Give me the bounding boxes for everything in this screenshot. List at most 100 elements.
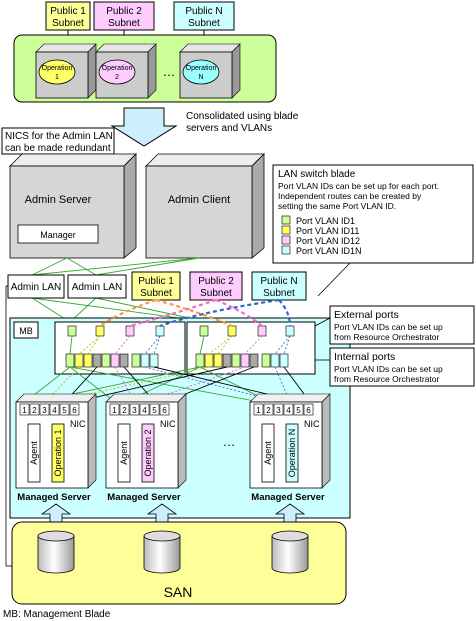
legend-swatch-1n — [281, 245, 291, 255]
managed-server-n: 1 2 3 4 5 6 NIC Agent Operation N Manage… — [249, 393, 331, 503]
svg-text:NIC: NIC — [160, 419, 176, 429]
svg-text:Subnet: Subnet — [52, 18, 84, 29]
lan-switch-info: LAN switch blade Port VLAN IDs can be se… — [272, 164, 474, 297]
svg-text:from Resource Orchestrator: from Resource Orchestrator — [334, 374, 440, 384]
mid-subnet-2: Public 2 Subnet — [189, 271, 243, 301]
svg-text:NIC: NIC — [70, 419, 86, 429]
svg-text:Public 1: Public 1 — [138, 276, 174, 287]
svg-text:Subnet: Subnet — [108, 18, 140, 29]
svg-text:Agent: Agent — [119, 441, 129, 465]
svg-text:MB: MB — [19, 326, 33, 336]
admin-lan-box-1: Admin LAN — [7, 274, 65, 299]
svg-text:Port VLAN IDs can be set up: Port VLAN IDs can be set up — [334, 364, 443, 374]
svg-text:Operation 2: Operation 2 — [143, 429, 153, 476]
svg-text:Operation: Operation — [42, 65, 73, 72]
footnote: MB: Management Blade — [3, 609, 111, 620]
svg-text:Port VLAN ID12: Port VLAN ID12 — [296, 236, 360, 246]
agent-box — [261, 423, 275, 483]
mid-subnet-n: Public N Subnet — [251, 271, 307, 301]
svg-text:Operation 1: Operation 1 — [53, 429, 63, 476]
svg-text:6: 6 — [72, 406, 77, 415]
consolidation-arrow — [110, 107, 178, 147]
svg-text:4: 4 — [52, 406, 57, 415]
svg-text:NICS for the Admin LAN: NICS for the Admin LAN — [5, 131, 113, 142]
svg-text:2: 2 — [122, 406, 127, 415]
top-subnet-2: Public 2 Subnet — [93, 1, 155, 31]
server-label: Managed Server — [251, 492, 325, 503]
svg-text:3: 3 — [42, 406, 47, 415]
mid-subnet-1: Public 1 Subnet — [131, 271, 181, 301]
server-label: Managed Server — [107, 492, 181, 503]
operation-box — [51, 423, 65, 483]
operation-box — [141, 423, 155, 483]
svg-text:2: 2 — [32, 406, 37, 415]
svg-text:Admin LAN: Admin LAN — [72, 282, 123, 293]
consolidated-text-2: servers and VLANs — [186, 123, 272, 134]
top-ellipsis: … — [163, 64, 176, 79]
consolidated-text-1: Consolidated using blade — [186, 111, 299, 122]
svg-text:Public 2: Public 2 — [106, 6, 142, 17]
manager-box — [17, 224, 99, 244]
svg-text:5: 5 — [62, 406, 67, 415]
svg-text:Port VLAN ID1N: Port VLAN ID1N — [296, 246, 362, 256]
operation-box — [285, 423, 299, 483]
svg-text:1: 1 — [112, 406, 117, 415]
admin-lan-box-2: Admin LAN — [67, 274, 127, 299]
external-ports-title: External ports — [334, 309, 399, 321]
svg-text:Admin LAN: Admin LAN — [11, 282, 62, 293]
svg-text:5: 5 — [152, 406, 157, 415]
mb-box: MB — [13, 321, 39, 339]
svg-text:3: 3 — [276, 406, 281, 415]
top-operation-n: Operation N — [179, 43, 241, 99]
top-subnet-n: Public N Subnet — [173, 1, 235, 31]
svg-text:Agent: Agent — [29, 441, 39, 465]
top-operation-2: Operation 2 — [95, 43, 157, 99]
storage-disk-2 — [143, 530, 181, 574]
svg-text:N: N — [198, 74, 203, 81]
svg-text:Public N: Public N — [185, 6, 222, 17]
svg-text:Port VLAN ID11: Port VLAN ID11 — [296, 226, 359, 236]
svg-text:Port VLAN ID1: Port VLAN ID1 — [296, 216, 355, 226]
agent-box — [27, 423, 41, 483]
svg-text:Independent routes can be crea: Independent routes can be created by — [278, 191, 422, 201]
svg-text:Subnet: Subnet — [140, 288, 172, 299]
lan-switch-title: LAN switch blade — [278, 169, 356, 180]
storage-disk-1 — [37, 530, 75, 574]
svg-text:Public N: Public N — [260, 276, 297, 287]
legend-swatch-11 — [281, 225, 291, 235]
internal-ports-note: Internal ports Port VLAN IDs can be set … — [315, 347, 475, 387]
svg-text:Subnet: Subnet — [263, 288, 295, 299]
svg-text:Operation N: Operation N — [287, 429, 297, 478]
agent-box — [117, 423, 131, 483]
internal-ports-title: Internal ports — [334, 351, 395, 363]
svg-text:Operation: Operation — [102, 65, 133, 72]
server-ellipsis: … — [223, 434, 236, 449]
server-label: Managed Server — [17, 492, 91, 503]
svg-text:Subnet: Subnet — [188, 18, 220, 29]
svg-text:2: 2 — [266, 406, 271, 415]
admin-client: Admin Client — [145, 153, 265, 259]
svg-text:1: 1 — [256, 406, 261, 415]
managed-server-1: 1 2 3 4 5 6 NIC Agent Operation 1 Manage… — [15, 393, 97, 503]
switch-2-internal-ports — [195, 353, 289, 368]
managed-server-2: 1 2 3 4 5 6 NIC Agent Operation 2 Manage… — [105, 393, 187, 503]
top-subnet-1: Public 1 Subnet — [45, 1, 91, 31]
svg-text:Operation: Operation — [186, 65, 217, 72]
svg-text:can be made redundant: can be made redundant — [5, 143, 111, 154]
svg-text:setting the same Port VLAN ID.: setting the same Port VLAN ID. — [278, 201, 396, 211]
svg-text:from Resource Orchestrator: from Resource Orchestrator — [334, 332, 440, 342]
storage-disk-n — [271, 530, 309, 574]
svg-text:6: 6 — [162, 406, 167, 415]
svg-text:6: 6 — [306, 406, 311, 415]
svg-text:5: 5 — [296, 406, 301, 415]
legend-swatch-1 — [281, 215, 291, 225]
svg-text:Public 2: Public 2 — [198, 276, 234, 287]
nics-note: NICS for the Admin LAN can be made redun… — [1, 127, 115, 171]
legend-swatch-12 — [281, 235, 291, 245]
switch-internal-wiring — [69, 335, 291, 355]
svg-text:Subnet: Subnet — [200, 288, 232, 299]
manager-label: Manager — [40, 230, 76, 240]
subnet-uplinks — [99, 298, 292, 328]
svg-text:1: 1 — [22, 406, 27, 415]
